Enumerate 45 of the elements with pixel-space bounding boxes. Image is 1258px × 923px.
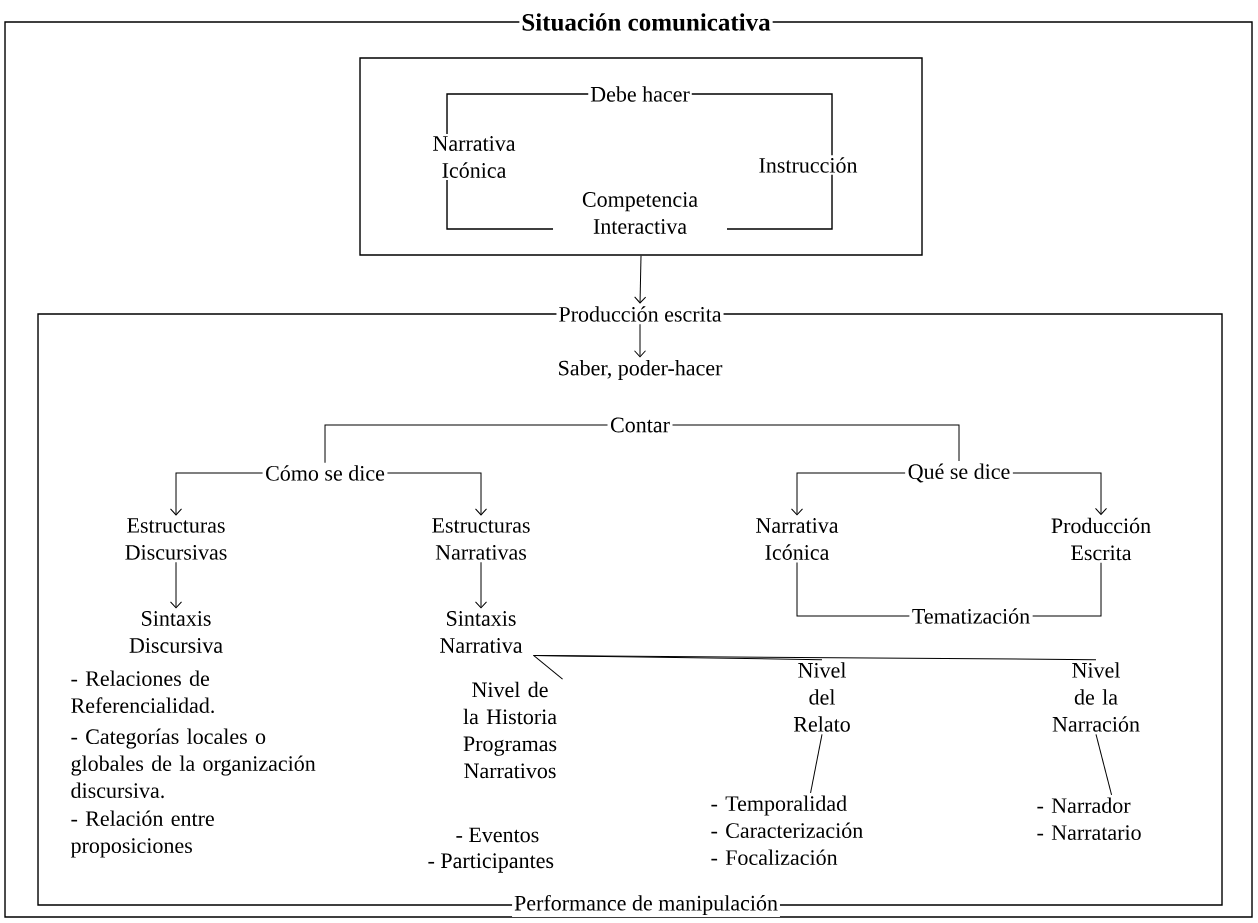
- node-text: Saber, poder-hacer: [559, 360, 723, 380]
- box: [359, 57, 923, 256]
- node-text: Sintaxis Narrativa: [440, 611, 523, 653]
- arrow: [170, 472, 264, 516]
- arrow: [634, 255, 647, 304]
- node-text: Qué se dice: [908, 463, 1010, 483]
- arrow: [1012, 472, 1107, 515]
- node-text: Producción Escrita: [1051, 517, 1151, 561]
- arrow: [634, 323, 646, 358]
- connector-line: [533, 654, 564, 680]
- list-item: - Participantes: [428, 853, 554, 873]
- connector-line: [796, 561, 910, 617]
- frame-title: Debe hacer: [588, 84, 692, 104]
- node-text: Narrativa Icónica: [756, 518, 839, 560]
- list-item: - Relación entre proposiciones: [70, 810, 214, 858]
- node-text: Nivel de la Historia Programas Narrativos: [463, 681, 557, 779]
- node-text: Cómo se dice: [266, 465, 385, 481]
- frame-title: Narrativa Icónica: [416, 134, 532, 180]
- arrow: [170, 561, 182, 609]
- node-text: Tematización: [912, 608, 1030, 624]
- arrow: [475, 561, 487, 609]
- frame-title: Performance de manipulación: [512, 892, 780, 918]
- node-text: - Narrador - Narratario: [1037, 797, 1141, 841]
- frame-title: Competencia Interactiva: [553, 190, 727, 236]
- connector-line: [810, 733, 823, 794]
- list-item: - Eventos: [456, 827, 539, 843]
- node-text: Nivel del Relato: [793, 662, 850, 732]
- arrow: [791, 472, 906, 516]
- list-item: - Categorías locales o globales de la organización discursiva.: [71, 728, 316, 799]
- connector-line: [1095, 733, 1113, 796]
- list-item: - Relaciones de Referencialidad.: [71, 670, 214, 714]
- frame-title: Producción escrita: [556, 304, 724, 324]
- frame-title: Instrucción: [756, 155, 860, 175]
- connector-line: [1032, 562, 1102, 617]
- node-text: Estructuras Discursivas: [125, 518, 227, 560]
- node-text: Estructuras Narrativas: [432, 518, 530, 560]
- connector-line: [533, 654, 1097, 661]
- arrow: [386, 472, 487, 516]
- node-text: Nivel de la Narración: [1052, 662, 1140, 732]
- node-text: Contar: [611, 417, 670, 433]
- connector-line: [672, 424, 960, 462]
- frame-title: Situación comunicativa: [519, 11, 773, 33]
- node-text: - Temporalidad - Caracterización - Focalización: [711, 795, 863, 866]
- connector-line: [324, 424, 608, 464]
- node-text: Sintaxis Discursiva: [129, 611, 223, 653]
